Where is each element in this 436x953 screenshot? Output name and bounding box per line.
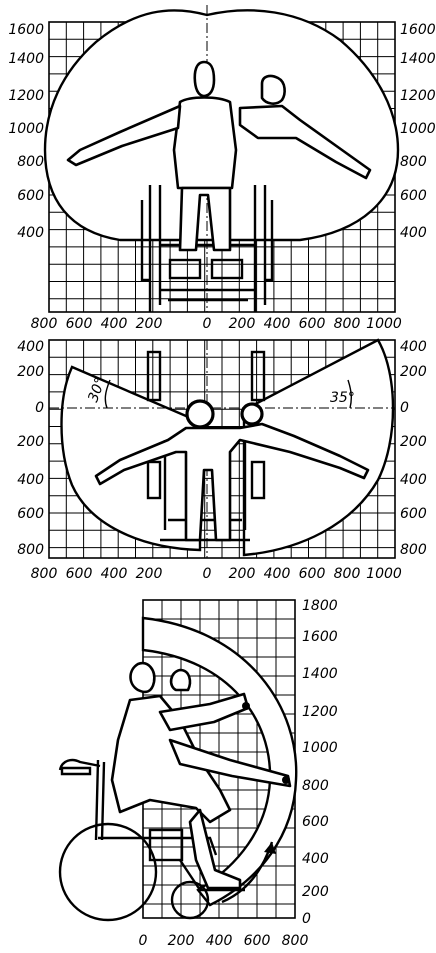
tick-label: 600 — [66, 316, 93, 332]
tick-label: 400 — [206, 933, 233, 949]
tick-label: 1600 — [8, 22, 44, 38]
tick-label: 800 — [400, 542, 427, 558]
top-seated-figure — [94, 399, 370, 542]
tick-label: 200 — [168, 933, 195, 949]
tick-label: 600 — [400, 506, 427, 522]
side-head-alt-position — [169, 668, 192, 692]
tick-label: 600 — [17, 188, 44, 204]
left-angle-arc — [104, 379, 111, 409]
tick-label: 800 — [400, 154, 427, 170]
tick-label: 800 — [282, 933, 309, 949]
tick-label: 400 — [400, 472, 427, 488]
tick-label: 600 — [400, 188, 427, 204]
tick-label: 0 — [35, 400, 44, 416]
tick-label: 1000 — [366, 316, 402, 332]
tick-label: 1600 — [400, 22, 436, 38]
tick-label: 200 — [400, 434, 427, 450]
tick-label: 600 — [299, 316, 326, 332]
top-y-axis-left: 400 200 0 200 400 600 800 — [17, 339, 44, 558]
side-reach-crescent — [141, 616, 298, 907]
tick-label: 1200 — [302, 704, 338, 720]
tick-label: 600 — [302, 814, 329, 830]
side-x-axis: 0 200 400 600 800 — [139, 933, 309, 949]
top-y-axis-right: 400 200 0 200 400 600 800 — [400, 339, 427, 558]
tick-label: 1000 — [302, 740, 338, 756]
tick-label: 800 — [31, 566, 58, 582]
tick-label: 600 — [299, 566, 326, 582]
tick-label: 800 — [334, 316, 361, 332]
side-seated-figure — [110, 661, 292, 890]
top-reach-frame — [48, 339, 396, 559]
side-reach-panel: 1800 1600 1400 1200 1000 800 600 400 200 0 0 200 40… — [58, 598, 338, 949]
tick-label: 200 — [302, 884, 329, 900]
tick-label: 1000 — [366, 566, 402, 582]
tick-label: 400 — [17, 225, 44, 241]
front-y-axis-left: 1600 1400 1200 1000 800 600 400 — [8, 22, 44, 241]
top-x-axis: 800 600 400 200 0 200 400 600 800 1000 — [31, 566, 402, 582]
side-wheelchair — [58, 758, 245, 922]
tick-label: 200 — [229, 316, 256, 332]
tick-label: 1800 — [302, 598, 338, 614]
front-leaning-figure — [238, 74, 372, 180]
tick-label: 400 — [101, 316, 128, 332]
front-seated-figure — [66, 60, 238, 252]
tick-label: 800 — [31, 316, 58, 332]
tick-label: 200 — [17, 434, 44, 450]
tick-label: 200 — [17, 364, 44, 380]
tick-label: 800 — [17, 542, 44, 558]
tick-label: 1600 — [302, 629, 338, 645]
tick-label: 0 — [139, 933, 148, 949]
tick-label: 400 — [264, 316, 291, 332]
top-wheelchair — [146, 350, 266, 542]
tick-label: 800 — [334, 566, 361, 582]
castor-wheel — [170, 880, 210, 920]
tick-label: 1400 — [400, 51, 436, 67]
tick-label: 0 — [400, 400, 409, 416]
tick-label: 1000 — [8, 121, 44, 137]
tick-label: 400 — [400, 339, 427, 355]
tick-label: 0 — [203, 566, 212, 582]
tick-label: 1400 — [302, 666, 338, 682]
tick-label: 400 — [302, 851, 329, 867]
tick-label: 400 — [101, 566, 128, 582]
large-wheel — [58, 822, 158, 922]
tick-label: 200 — [229, 566, 256, 582]
tick-label: 400 — [17, 472, 44, 488]
tick-label: 600 — [17, 506, 44, 522]
right-angle-label: 35° — [330, 390, 355, 406]
left-angle-label: 30° — [85, 376, 109, 405]
tick-label: 200 — [400, 364, 427, 380]
reach-point-upper — [242, 702, 250, 710]
front-x-axis: 800 600 400 200 0 200 400 600 800 1000 — [31, 316, 402, 332]
tick-label: 1000 — [400, 121, 436, 137]
tick-label: 200 — [136, 316, 163, 332]
side-y-axis-right: 1800 1600 1400 1200 1000 800 600 400 200 0 — [302, 598, 338, 927]
tick-label: 400 — [264, 566, 291, 582]
tick-label: 0 — [203, 316, 212, 332]
front-reach-panel: 1600 1400 1200 1000 800 600 400 1600 1400 1200 10… — [8, 5, 436, 332]
tick-label: 400 — [400, 225, 427, 241]
tick-label: 200 — [136, 566, 163, 582]
tick-label: 1400 — [8, 51, 44, 67]
reach-point-forward — [282, 776, 290, 784]
floor-reach-arrowhead — [264, 842, 276, 854]
tick-label: 600 — [244, 933, 271, 949]
tick-label: 600 — [66, 566, 93, 582]
tick-label: 800 — [302, 778, 329, 794]
front-wheelchair — [140, 185, 274, 312]
right-angle-arc — [347, 379, 353, 409]
front-y-axis-right: 1600 1400 1200 1000 800 600 400 — [400, 22, 436, 241]
tick-label: 1200 — [400, 88, 436, 104]
tick-label: 400 — [17, 339, 44, 355]
tick-label: 1200 — [8, 88, 44, 104]
tick-label: 800 — [17, 154, 44, 170]
tick-label: 0 — [302, 911, 311, 927]
